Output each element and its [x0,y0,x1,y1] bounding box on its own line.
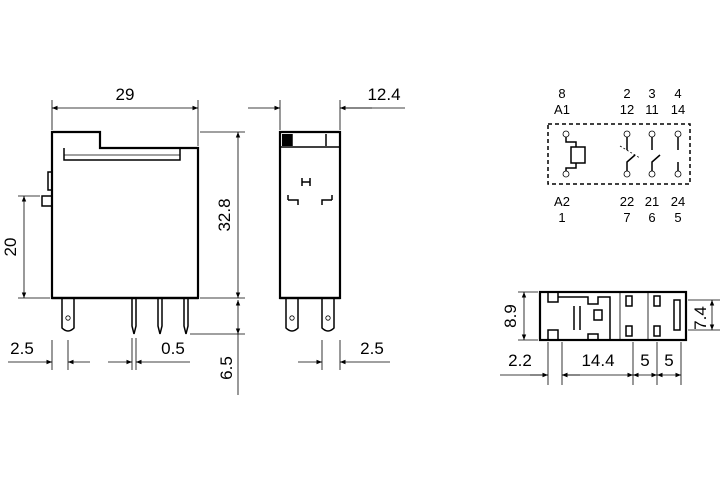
pin-label-12: 12 [620,102,634,117]
pin-label-22: 22 [620,194,634,209]
dim-20: 20 [1,238,20,257]
pin-label-a2: A2 [554,194,570,209]
pin-label-11: 11 [645,102,659,117]
side-view: 12.4 2.5 [248,85,405,370]
dim-2-5-left: 2.5 [10,339,34,358]
pin-label-8: 8 [558,86,565,101]
dim-8-9: 8.9 [501,304,520,328]
schematic: 8 A1 2 12 3 11 4 14 A2 1 22 7 21 6 24 5 [547,86,691,225]
dim-5-a: 5 [640,351,649,370]
bottom-view: 8.9 7.4 2.2 14.4 5 5 [500,290,720,385]
front-view: 29 32.8 20 6.5 2.5 0.5 [1,85,245,395]
pin-label-21: 21 [645,194,659,209]
dim-5-b: 5 [664,351,673,370]
pin-label-a1: A1 [554,102,570,117]
dim-29: 29 [116,85,135,104]
pin-label-3: 3 [648,86,655,101]
pin-label-6: 6 [648,210,655,225]
dim-7-4: 7.4 [691,306,710,330]
dim-2-5-right: 2.5 [360,339,384,358]
dim-0-5: 0.5 [161,339,185,358]
pin-label-4: 4 [674,86,681,101]
dim-14-4: 14.4 [581,351,614,370]
dim-12-4: 12.4 [367,85,400,104]
pin-label-5: 5 [674,210,681,225]
dim-2-2: 2.2 [508,351,532,370]
pin-label-7: 7 [623,210,630,225]
dim-32-8: 32.8 [215,198,234,231]
pin-label-1: 1 [558,210,565,225]
pin-label-24: 24 [671,194,685,209]
dim-6-5: 6.5 [217,356,236,380]
pin-label-2: 2 [623,86,630,101]
pin-label-14: 14 [671,102,685,117]
